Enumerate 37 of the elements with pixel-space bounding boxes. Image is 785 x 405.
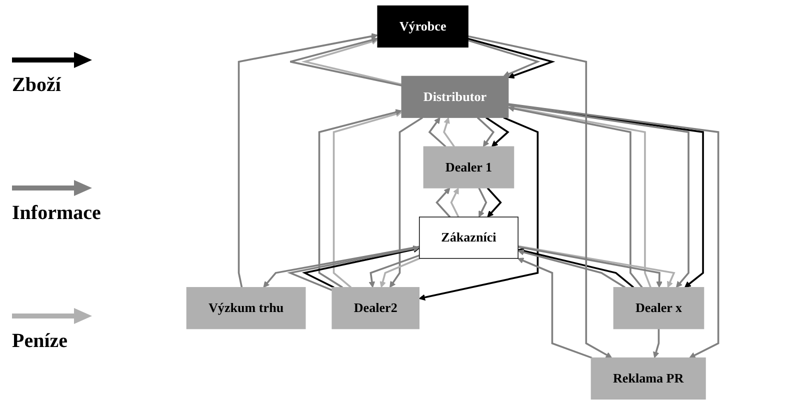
arrow	[486, 187, 502, 218]
arrow	[468, 39, 540, 77]
arrow	[443, 117, 455, 148]
arrow	[301, 38, 402, 86]
arrow	[238, 33, 378, 288]
node-box: Zákazníci	[418, 216, 518, 259]
arrow	[418, 116, 539, 301]
arrow	[318, 109, 402, 288]
node-box: Dealer x	[613, 287, 704, 330]
arrow	[478, 188, 488, 218]
arrow	[380, 258, 420, 288]
arrow	[653, 328, 660, 358]
node-box: Reklama PR	[590, 357, 706, 400]
node-box: Výzkum trhu	[186, 287, 306, 330]
arrow	[428, 117, 446, 148]
arrow	[389, 116, 423, 288]
node-box: Výrobce	[377, 5, 468, 48]
node-box: Dealer2	[332, 287, 420, 330]
arrow	[476, 116, 495, 147]
node-box: Distributor	[401, 76, 509, 118]
node-box: Dealer 1	[423, 146, 514, 188]
legend-label: Peníze	[12, 330, 69, 354]
arrow	[263, 246, 420, 288]
arrow	[368, 254, 420, 288]
arrow	[450, 188, 460, 218]
arrow	[287, 245, 420, 291]
arrow	[508, 103, 720, 358]
arrow	[302, 246, 420, 288]
legend-label: Zboží	[12, 74, 62, 97]
arrow	[517, 258, 592, 359]
arrow	[332, 110, 402, 288]
legend-label: Informace	[12, 202, 102, 225]
arrow	[468, 38, 556, 79]
arrow	[289, 36, 402, 86]
arrow	[468, 35, 612, 358]
arrow	[486, 116, 510, 147]
arrow	[436, 188, 451, 218]
